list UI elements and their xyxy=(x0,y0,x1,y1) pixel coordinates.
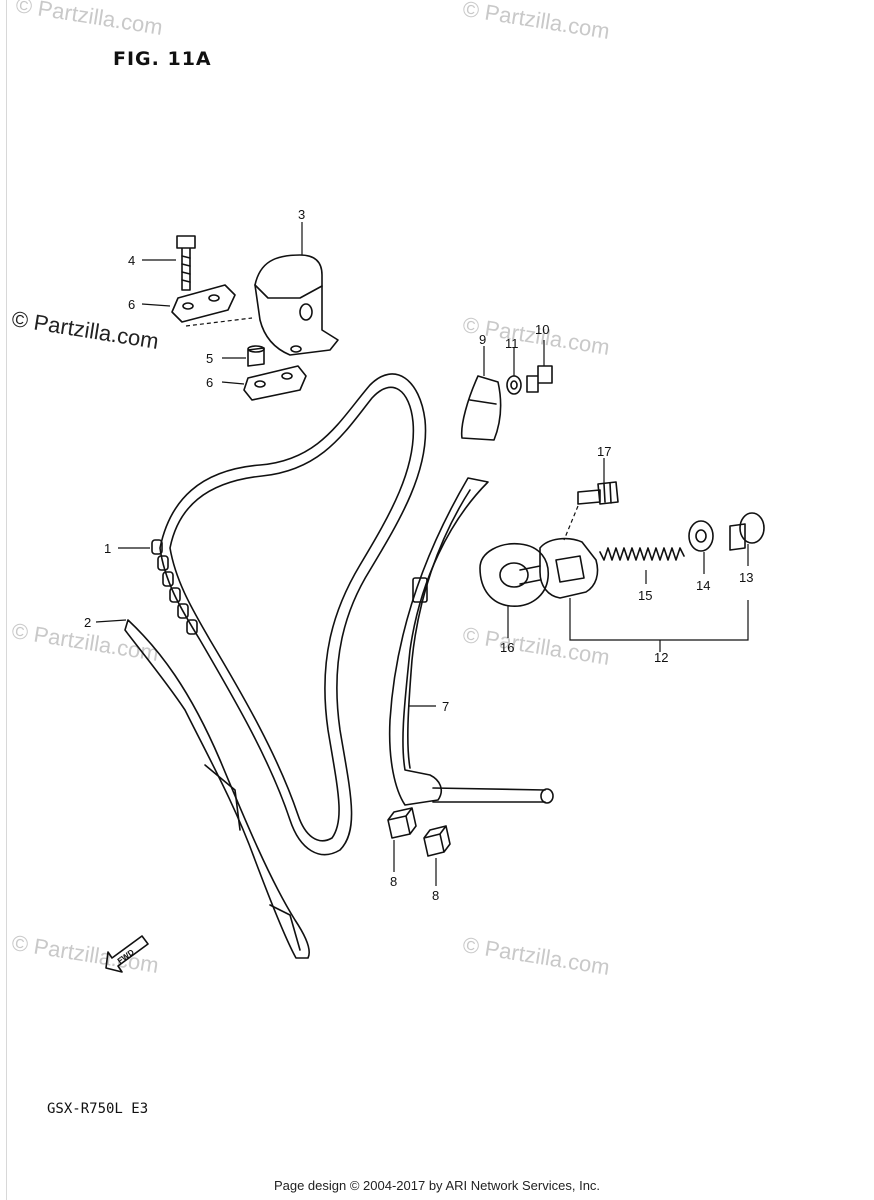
page-footer: Page design © 2004-2017 by ARI Network S… xyxy=(273,1178,601,1193)
page-edge-line xyxy=(6,0,7,1200)
model-code: GSX-R750L E3 xyxy=(47,1101,149,1117)
callout-11: 11 xyxy=(505,336,519,351)
cam-chain-inner xyxy=(169,386,415,842)
callout-16: 16 xyxy=(500,640,514,655)
callout-8-left: 8 xyxy=(390,874,397,889)
callout-7: 7 xyxy=(442,699,449,714)
callout-6-lower: 6 xyxy=(206,375,213,390)
chain-links-detail xyxy=(151,539,198,635)
callout-10: 10 xyxy=(535,322,549,337)
callout-5: 5 xyxy=(206,351,213,366)
callout-3: 3 xyxy=(298,207,305,222)
washer-11 xyxy=(506,375,522,395)
fwd-arrow xyxy=(105,935,149,973)
tensioner-body xyxy=(539,537,599,599)
callout-15: 15 xyxy=(638,588,652,603)
tensioner-blade-inner xyxy=(407,489,471,769)
callout-14: 14 xyxy=(696,578,710,593)
callout-9: 9 xyxy=(479,332,486,347)
upper-chain-guide xyxy=(254,254,339,356)
cam-chain xyxy=(159,373,427,856)
tensioner-blade-clip xyxy=(412,577,428,603)
figure-title: FIG. 11A xyxy=(113,48,212,70)
callout-1: 1 xyxy=(104,541,111,556)
chain-guide-rear-tip xyxy=(269,904,301,951)
callout-6-upper: 6 xyxy=(128,297,135,312)
bolt-17 xyxy=(577,481,619,505)
fwd-label: FWD xyxy=(116,947,136,965)
bolt-4 xyxy=(176,235,196,291)
spring-15 xyxy=(599,547,685,561)
bolt-10 xyxy=(526,365,553,393)
callout-17: 17 xyxy=(597,444,611,459)
chain-guide-rear-rib xyxy=(204,764,241,831)
rubber-8a xyxy=(387,807,417,839)
rubber-8b xyxy=(423,825,451,857)
tensioner-blade-pin xyxy=(540,788,554,804)
callout-8-right: 8 xyxy=(432,888,439,903)
callout-12: 12 xyxy=(654,650,668,665)
damper-9 xyxy=(460,375,502,441)
gasket-16 xyxy=(479,543,549,607)
tensioner-blade xyxy=(388,477,489,806)
washer-14 xyxy=(688,520,714,552)
chain-guide-rear xyxy=(124,619,310,959)
collar-5 xyxy=(247,347,265,367)
plate-6-lower xyxy=(243,365,307,401)
callout-2: 2 xyxy=(84,615,91,630)
callout-13: 13 xyxy=(739,570,753,585)
plate-6-upper xyxy=(171,284,236,323)
callout-4: 4 xyxy=(128,253,135,268)
